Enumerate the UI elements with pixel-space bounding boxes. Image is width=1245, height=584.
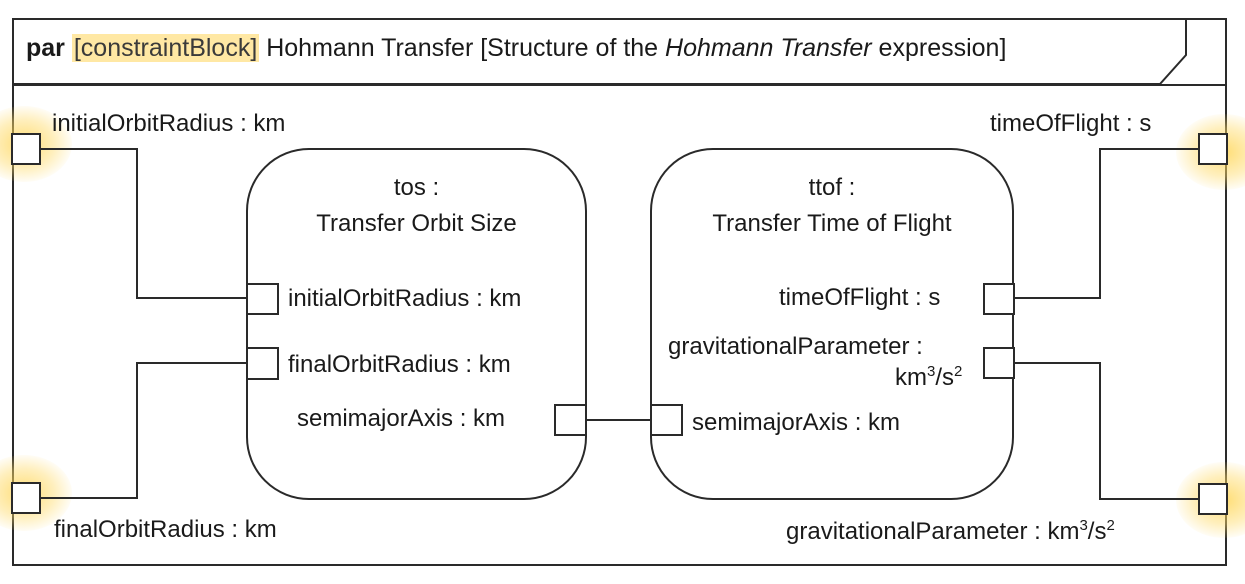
connector-time-of-flight[interactable] [1014,148,1199,299]
ttof-constraint-block[interactable] [650,148,1014,500]
port-tos-initial-orbit-radius[interactable] [246,283,279,315]
tos-block-name: tos : Transfer Orbit Size [247,170,586,242]
port-ttof-semimajor-axis[interactable] [650,404,683,436]
diagram-name-suffix: expression] [871,34,1007,62]
label-ttof-time-of-flight: timeOfFlight : s [779,284,941,311]
diagram-frame [12,18,1227,566]
label-tos-semimajor-axis: semimajorAxis : km [297,405,506,432]
ttof-type-name: Transfer Time of Flight [712,210,952,237]
port-ttof-time-of-flight[interactable] [983,283,1015,315]
ttof-superscript-cube: 3 [927,363,936,380]
diagram-title: par [constraintBlock] Hohmann Transfer [… [26,34,1006,63]
port-boundary-time-of-flight[interactable] [1198,133,1228,165]
diagram-kind-keyword: par [26,34,65,62]
connector-final-orbit-radius[interactable] [40,362,247,499]
port-tos-semimajor-axis[interactable] [554,404,587,436]
ttof-block-name: ttof : Transfer Time of Flight [651,170,1013,242]
grav-param-tail: /s [1087,518,1107,545]
tos-type-name: Transfer Orbit Size [316,210,517,237]
port-boundary-gravitational-parameter[interactable] [1198,483,1228,515]
diagram-name-italic: Hohmann Transfer [665,34,872,62]
label-boundary-gravitational-parameter: gravitationalParameter : km3/s2 [786,518,1115,546]
superscript-square: 2 [1106,517,1115,534]
ttof-grav-unit-tail: /s [935,364,955,391]
grav-param-text: gravitationalParameter : km [786,518,1080,545]
label-boundary-initial-orbit-radius: initialOrbitRadius : km [52,110,286,137]
label-ttof-semimajor-axis: semimajorAxis : km [692,409,901,436]
port-boundary-final-orbit-radius[interactable] [11,482,41,514]
connector-gravitational-parameter[interactable] [1014,362,1199,500]
ttof-grav-unit: km [895,364,927,391]
tos-constraint-block[interactable] [246,148,587,500]
port-boundary-initial-orbit-radius[interactable] [11,133,41,165]
label-boundary-final-orbit-radius: finalOrbitRadius : km [54,516,277,543]
ttof-superscript-square: 2 [954,363,963,380]
diagram-name: Hohmann Transfer [Structure of the [259,34,666,62]
superscript-cube: 3 [1079,517,1088,534]
connector-initial-orbit-radius[interactable] [40,148,247,299]
ttof-instance-name: ttof : [808,174,856,201]
port-tos-final-orbit-radius[interactable] [246,347,279,380]
label-tos-final-orbit-radius: finalOrbitRadius : km [288,351,511,378]
label-ttof-gravitational-parameter-line1: gravitationalParameter : [668,333,923,360]
label-ttof-gravitational-parameter-line2: km3/s2 [895,364,962,392]
header-tab-outline [12,18,1187,85]
port-ttof-gravitational-parameter[interactable] [983,347,1015,379]
tos-instance-name: tos : [393,174,440,201]
stereotype-label: [constraintBlock] [71,34,260,62]
label-tos-initial-orbit-radius: initialOrbitRadius : km [288,285,522,312]
label-boundary-time-of-flight: timeOfFlight : s [990,110,1152,137]
